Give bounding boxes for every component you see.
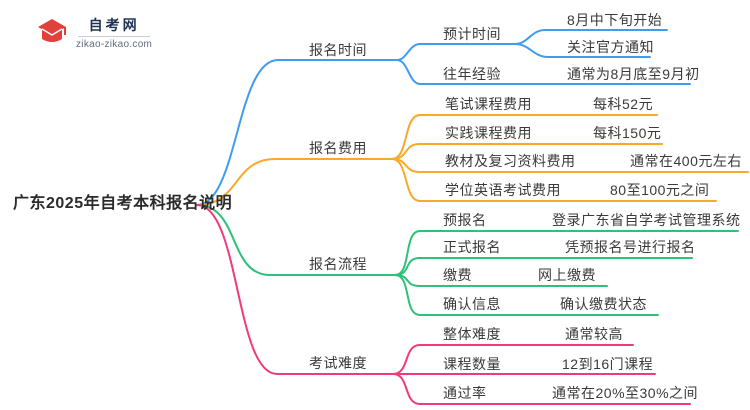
leaf-20-to-30-percent[interactable]: 通常在20%至30%之间 bbox=[552, 385, 699, 401]
node-expected-time[interactable]: 预计时间 bbox=[443, 26, 501, 42]
leaf-around-400-yuan[interactable]: 通常在400元左右 bbox=[630, 153, 742, 169]
node-written-course-fee[interactable]: 笔试课程费用 bbox=[445, 96, 532, 112]
leaf-use-pre-registration-number[interactable]: 凭预报名号进行报名 bbox=[565, 239, 696, 255]
branch-registration-fee[interactable]: 报名费用 bbox=[309, 140, 367, 156]
node-pass-rate[interactable]: 通过率 bbox=[443, 385, 487, 401]
leaf-start-mid-late-august[interactable]: 8月中下旬开始 bbox=[567, 12, 663, 28]
node-degree-english-fee[interactable]: 学位英语考试费用 bbox=[445, 182, 561, 198]
site-logo[interactable]: 自考网 zikao-zikao.com bbox=[33, 14, 152, 52]
root-topic[interactable]: 广东2025年自考本科报名说明 bbox=[13, 195, 233, 212]
leaf-80-to-100-yuan[interactable]: 80至100元之间 bbox=[610, 182, 710, 198]
site-url: zikao-zikao.com bbox=[76, 38, 153, 50]
node-confirm-info[interactable]: 确认信息 bbox=[443, 296, 501, 312]
node-course-count[interactable]: 课程数量 bbox=[443, 356, 501, 372]
graduation-cap-icon bbox=[38, 17, 66, 47]
node-payment[interactable]: 缴费 bbox=[443, 267, 472, 283]
site-name: 自考网 bbox=[88, 16, 140, 33]
leaf-usually-high[interactable]: 通常较高 bbox=[565, 326, 623, 342]
leaf-confirm-payment-status[interactable]: 确认缴费状态 bbox=[560, 296, 647, 312]
branch-lines-registration-time bbox=[196, 29, 691, 206]
node-formal-registration[interactable]: 正式报名 bbox=[443, 239, 501, 255]
branch-registration-time[interactable]: 报名时间 bbox=[309, 42, 367, 58]
leaf-login-management-system[interactable]: 登录广东省自学考试管理系统 bbox=[552, 212, 741, 228]
branch-registration-process[interactable]: 报名流程 bbox=[309, 256, 367, 272]
node-past-experience[interactable]: 往年经验 bbox=[443, 66, 501, 82]
node-textbook-material-fee[interactable]: 教材及复习资料费用 bbox=[445, 153, 576, 169]
leaf-online-payment[interactable]: 网上缴费 bbox=[538, 267, 596, 283]
logo-divider bbox=[78, 35, 151, 37]
leaf-52-yuan-per-course[interactable]: 每科52元 bbox=[593, 96, 654, 112]
node-practical-course-fee[interactable]: 实践课程费用 bbox=[445, 125, 532, 141]
leaf-usually-aug-sep[interactable]: 通常为8月底至9月初 bbox=[567, 66, 700, 82]
leaf-150-yuan-per-course[interactable]: 每科150元 bbox=[593, 125, 662, 141]
branch-exam-difficulty[interactable]: 考试难度 bbox=[309, 355, 367, 371]
leaf-follow-official-notice[interactable]: 关注官方通知 bbox=[567, 39, 654, 55]
leaf-12-to-16-courses[interactable]: 12到16门课程 bbox=[562, 356, 654, 372]
node-pre-registration[interactable]: 预报名 bbox=[443, 212, 487, 228]
node-overall-difficulty[interactable]: 整体难度 bbox=[443, 326, 501, 342]
